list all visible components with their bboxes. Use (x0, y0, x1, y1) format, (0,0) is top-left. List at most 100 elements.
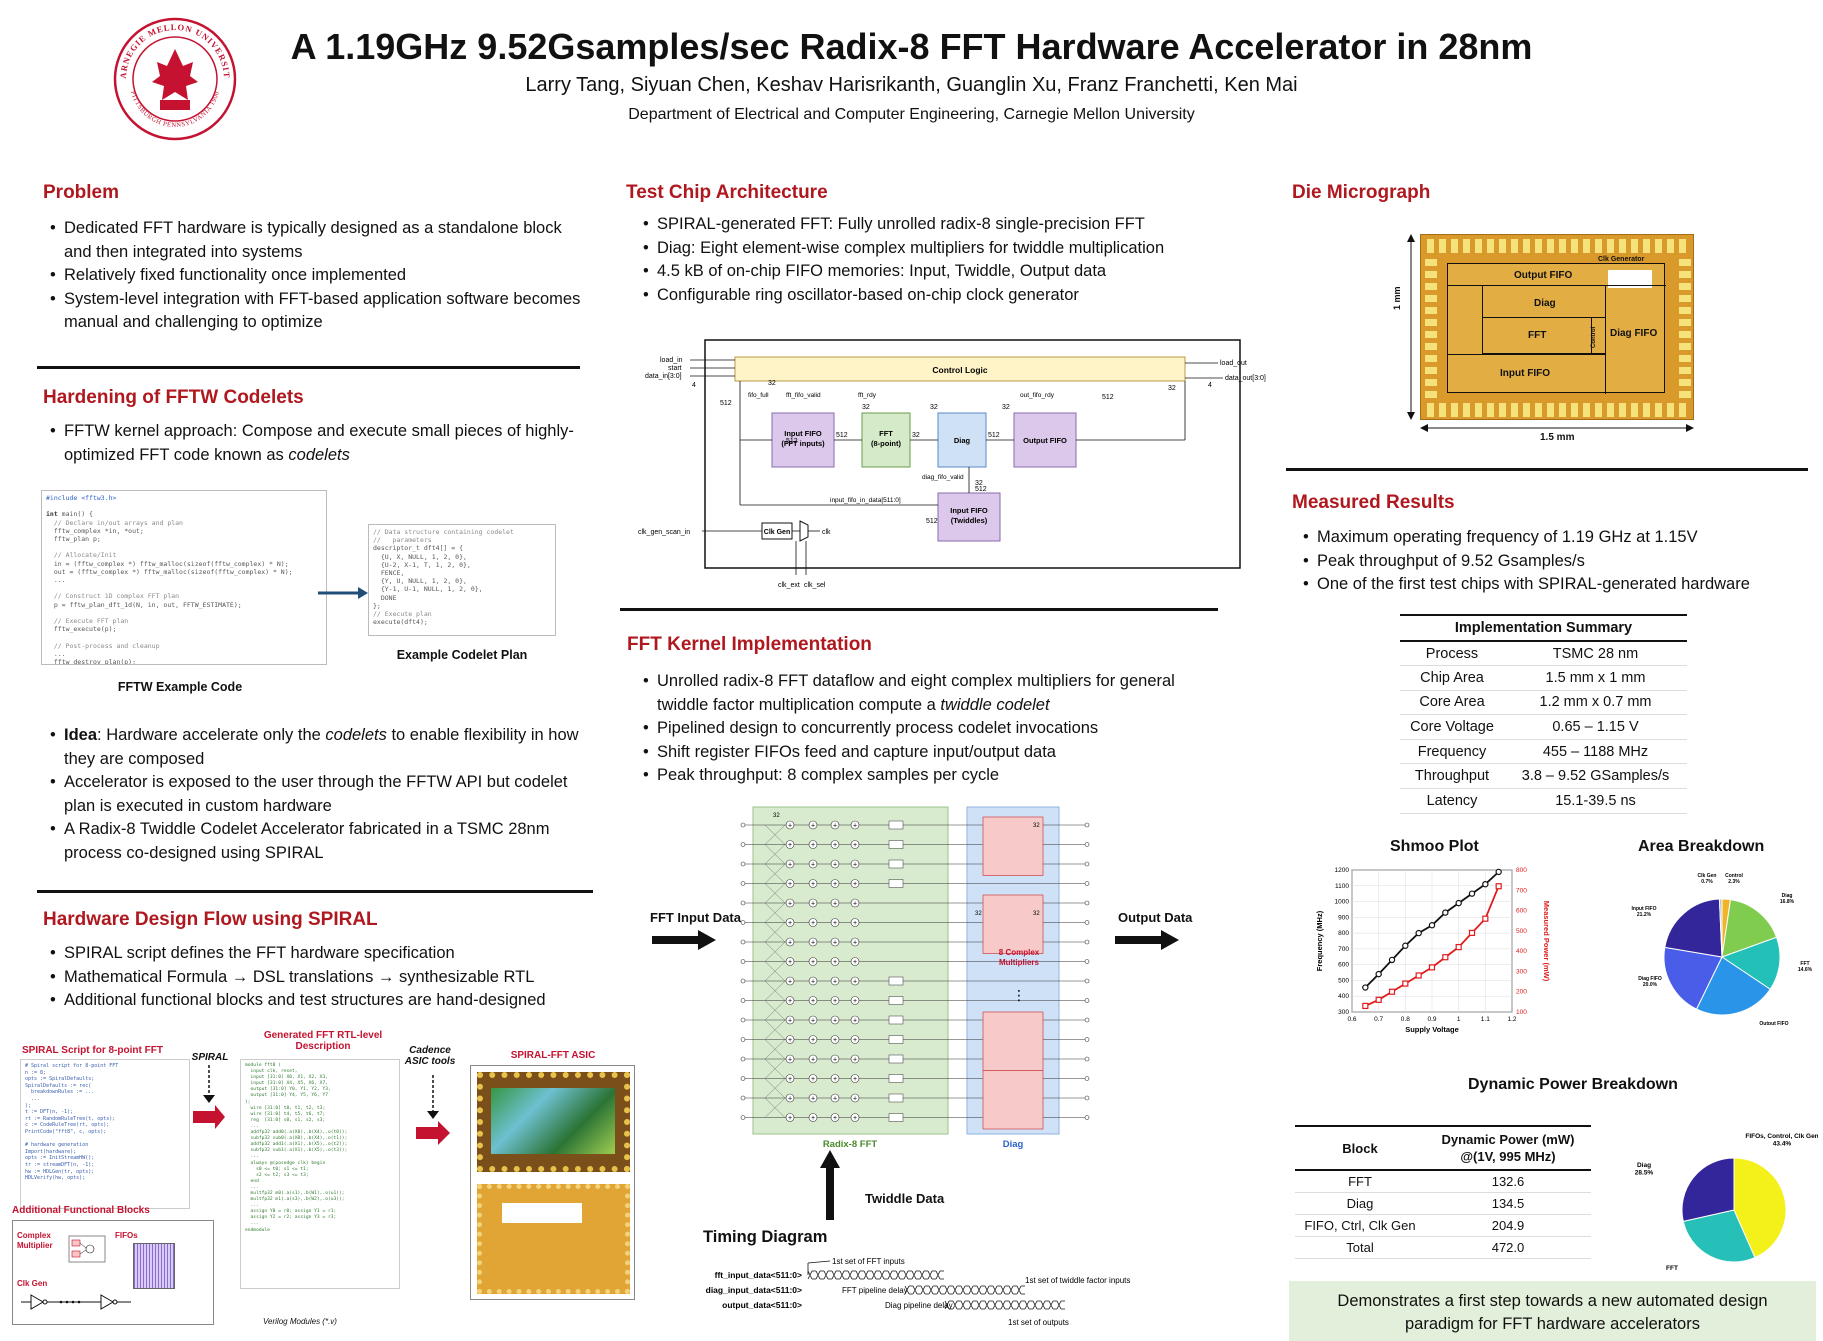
power-head-block: Block (1295, 1125, 1425, 1171)
table-cell-label: Core Voltage (1400, 714, 1504, 740)
adder-node (830, 859, 840, 869)
pie-slice (1733, 1157, 1787, 1259)
adder-node (830, 820, 840, 830)
adder-symbol: + (788, 1057, 792, 1064)
adder-symbol: + (853, 998, 857, 1005)
slice-value: 0.7% (1701, 879, 1713, 885)
adder-node (830, 1113, 840, 1122)
spiral-label: SPIRAL (191, 1052, 229, 1063)
table-cell-label: Throughput (1400, 763, 1504, 790)
y2-tick-label: 600 (1516, 908, 1527, 915)
input-port (740, 939, 746, 945)
cadence-label: Cadence ASIC tools (404, 1045, 456, 1067)
table-cell-value: 0.65 – 1.15 V (1504, 714, 1687, 740)
die-input-fifo-label: Input FIFO (1500, 368, 1550, 379)
adder-node (785, 1093, 795, 1103)
fft-dataflow-figure: FFT Input Data Output Data Twiddle Data … (640, 805, 1240, 1235)
slice-name: FFT (1800, 961, 1809, 967)
adder-node (785, 976, 795, 986)
crossover-line (764, 844, 786, 865)
start-label: start (668, 365, 682, 372)
adder-symbol: + (811, 842, 815, 849)
y2-tick-label: 100 (1516, 1009, 1527, 1016)
data-point (1428, 922, 1436, 929)
codelet-plan-code: // Data structure containing codelet // … (368, 524, 556, 636)
adder-symbol: + (788, 901, 792, 908)
die-fft-label: FFT (1528, 330, 1547, 341)
output-port (1084, 842, 1090, 847)
input-port (740, 822, 746, 828)
arch-bullet: 4.5 kB of on-chip FIFO memories: Input, … (637, 260, 1227, 284)
input-port (740, 1115, 746, 1120)
kernel-heading: FFT Kernel Implementation (627, 634, 872, 655)
adder-symbol: + (833, 920, 837, 927)
flow-arrow-icon (416, 1075, 450, 1145)
power-head-line: @(1V, 995 MHz) (1460, 1149, 1556, 1164)
data-point (1455, 899, 1462, 907)
adder-node (830, 1093, 840, 1103)
die-diag-label: Diag (1534, 298, 1556, 309)
width-label: 32 (930, 404, 938, 411)
input-port (740, 1056, 746, 1062)
section-divider (37, 890, 593, 893)
asic-label: SPIRAL-FFT ASIC (510, 1050, 596, 1061)
die-heading: Die Micrograph (1292, 182, 1431, 203)
die-width-label: 1.5 mm (1540, 432, 1575, 443)
data-point (1375, 970, 1382, 978)
results-heading: Measured Results (1292, 492, 1455, 513)
input-port (740, 900, 746, 906)
fifos-label: FIFOs (115, 1231, 138, 1240)
adder-node (850, 859, 860, 869)
adder-node (830, 840, 840, 849)
fft-fifo-valid-label: fft_fifo_valid (786, 392, 821, 399)
adder-symbol: + (811, 1115, 815, 1122)
poster-authors: Larry Tang, Siyuan Chen, Keshav Harisrik… (525, 74, 1298, 96)
adder-symbol: + (853, 940, 857, 947)
x-axis-label: Supply Voltage (1405, 1025, 1459, 1034)
adder-symbol: + (788, 920, 792, 927)
rtl-code: module fft8 ( input clk, reset, input [3… (240, 1059, 400, 1289)
control-logic-label: Control Logic (932, 365, 988, 375)
ellipsis-icon: ⋮ (1012, 987, 1026, 1003)
adder-symbol: + (853, 901, 857, 908)
adder-node (850, 898, 860, 908)
table-cell-value: 1.5 mm x 1 mm (1504, 665, 1687, 691)
table-cell-label: FIFO, Ctrl, Clk Gen (1295, 1214, 1425, 1237)
y2-tick-label: 200 (1516, 989, 1527, 996)
table-cell-label: Diag (1295, 1192, 1425, 1215)
adder-node (808, 1113, 818, 1122)
table-cell-label: Total (1295, 1236, 1425, 1259)
section-divider (1286, 468, 1808, 471)
crossover-line (764, 883, 786, 904)
adder-symbol: + (853, 959, 857, 966)
adder-symbol: + (833, 1037, 837, 1044)
input-fifo-label: Input FIFO(FFT inputs) (781, 429, 825, 448)
die-height-label: 1 mm (1392, 286, 1402, 310)
width-label: 512 (988, 432, 1000, 439)
die-output-fifo-label: Output FIFO (1514, 270, 1573, 281)
adder-node (850, 1015, 860, 1025)
timing-waveform (944, 1300, 1065, 1310)
adder-symbol: + (833, 959, 837, 966)
slice-label: FFT28.1% (1663, 1265, 1682, 1272)
radix8-label: Radix-8 FFT (823, 1139, 878, 1150)
results-bullet: Peak throughput of 9.52 Gsamples/s (1297, 550, 1817, 574)
table-header-row: Block Dynamic Power (mW)@(1V, 995 MHz) (1295, 1125, 1591, 1171)
width-label: 4 (692, 382, 696, 389)
load-out-label: load_out (1220, 360, 1247, 367)
slice-value: 2.3% (1728, 879, 1740, 885)
y-tick-label: 700 (1338, 946, 1349, 953)
x-tick-label: 0.9 (1427, 1016, 1436, 1023)
adder-symbol: + (811, 823, 815, 830)
y-tick-label: 400 (1338, 993, 1349, 1000)
width-label: 512 (836, 432, 848, 439)
out-fifo-rdy-label: out_fifo_rdy (1020, 392, 1055, 399)
input-port (740, 1076, 746, 1081)
adder-symbol: + (811, 959, 815, 966)
x-tick-label: 0.6 (1347, 1016, 1356, 1023)
adder-symbol: + (853, 862, 857, 869)
